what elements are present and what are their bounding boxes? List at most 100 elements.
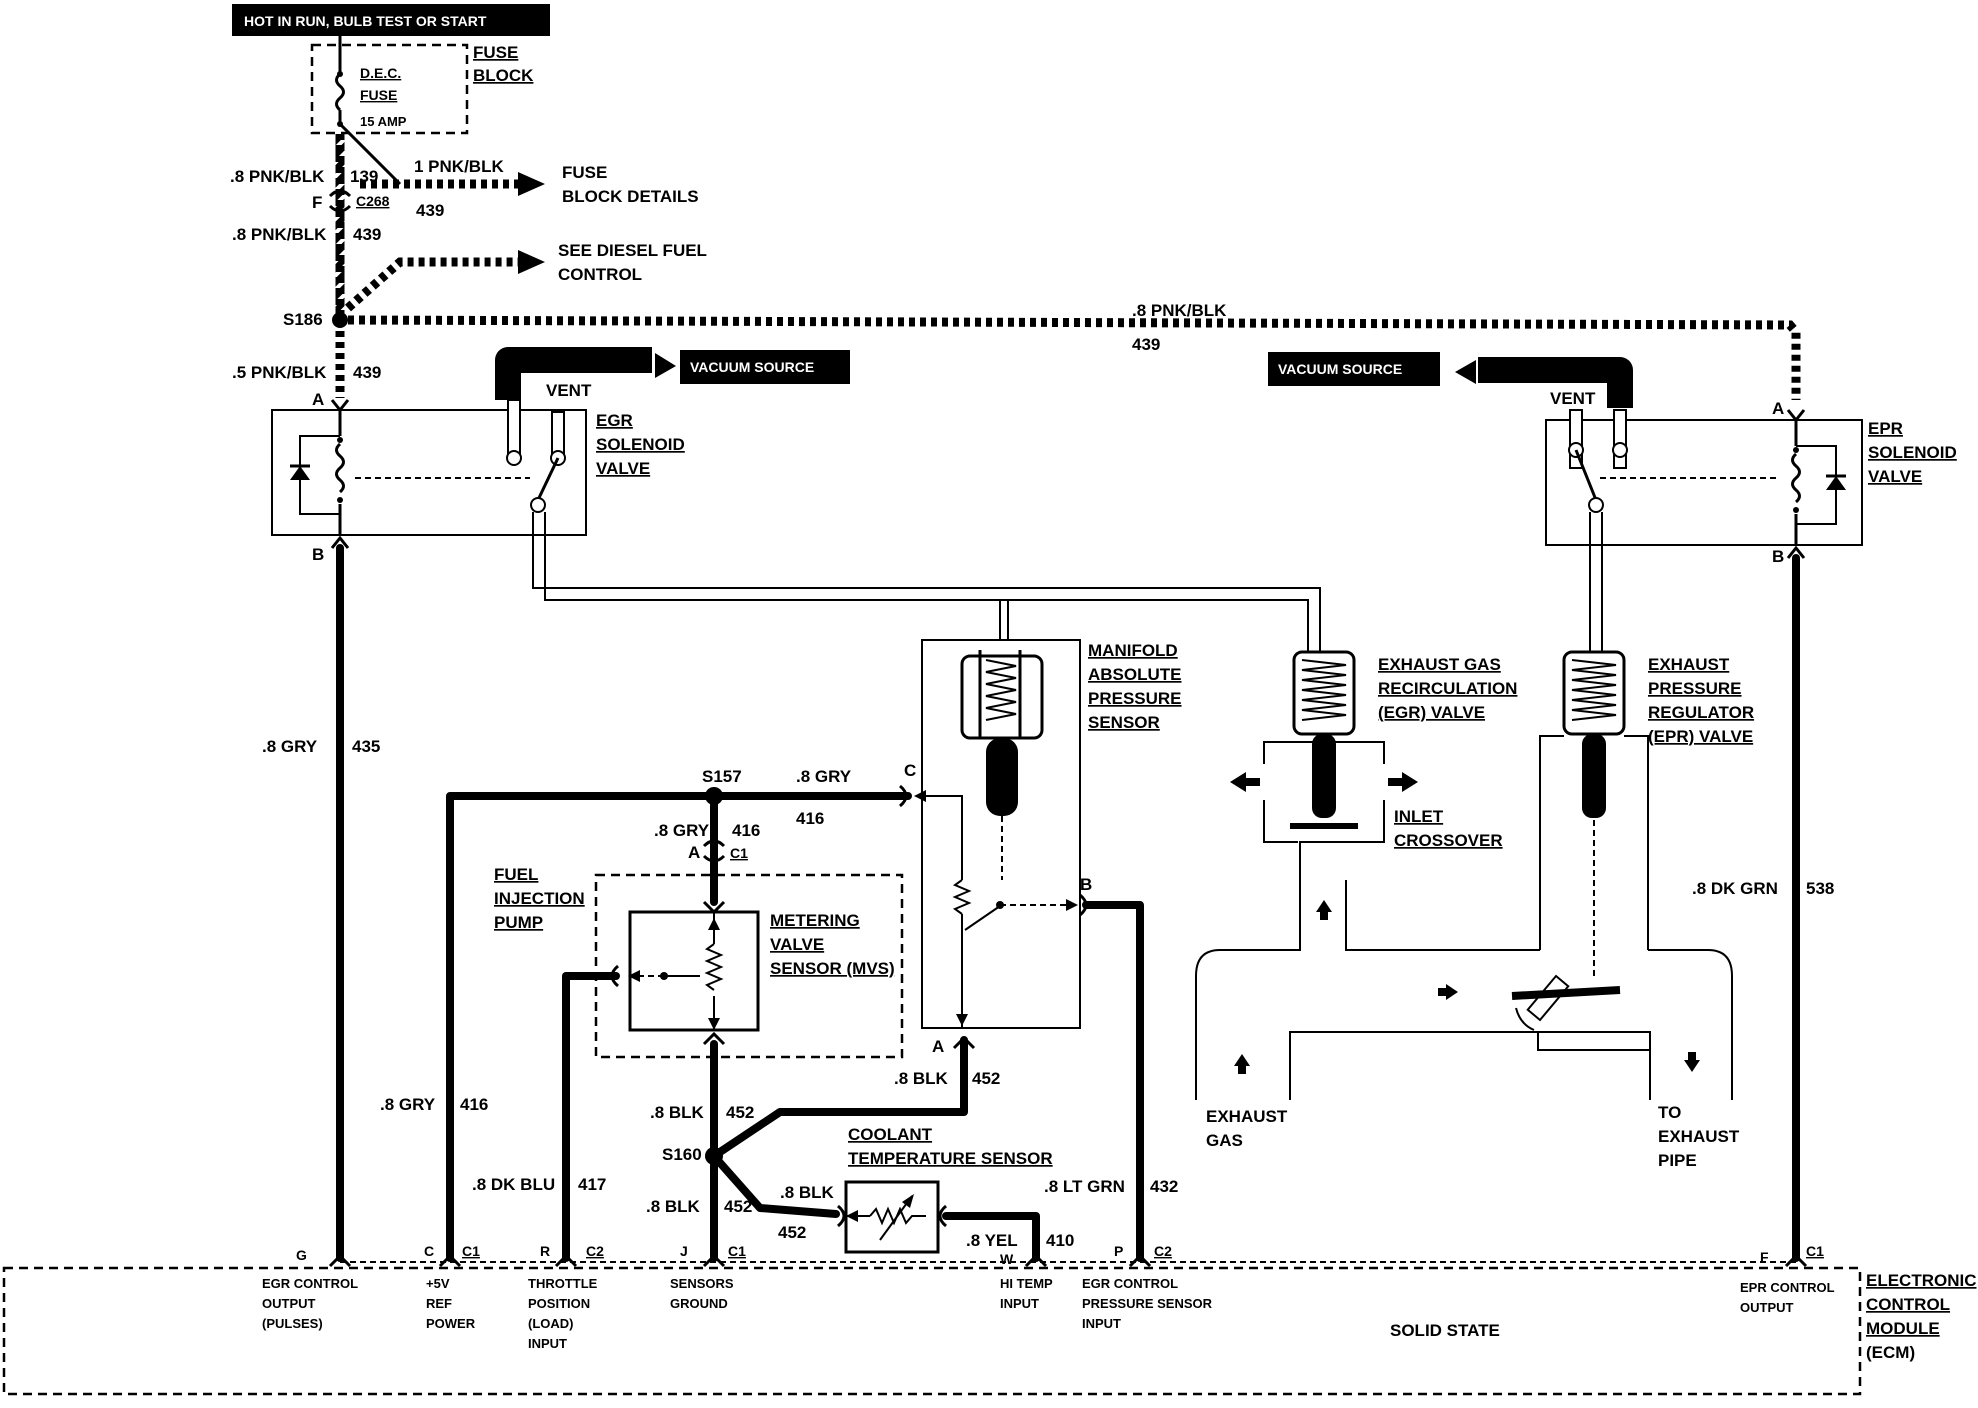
svg-text:REGULATOR: REGULATOR (1648, 703, 1754, 722)
svg-text:(PULSES): (PULSES) (262, 1316, 323, 1331)
svg-text:INPUT: INPUT (1000, 1296, 1039, 1311)
svg-text:417: 417 (578, 1175, 606, 1194)
map-sensor: MANIFOLD ABSOLUTE PRESSURE SENSOR C B A (904, 639, 1182, 1056)
exhaust-manifold: EXHAUST GAS TO EXHAUST PIPE (1195, 880, 1740, 1170)
svg-text:INLET: INLET (1394, 807, 1444, 826)
fuse-details-arrow: 1 PNK/BLK FUSE BLOCK DETAILS (360, 157, 699, 206)
svg-text:GROUND: GROUND (670, 1296, 728, 1311)
svg-text:.8 BLK: .8 BLK (646, 1197, 701, 1216)
svg-text:FUSE: FUSE (473, 43, 518, 62)
svg-text:VALVE: VALVE (770, 935, 824, 954)
svg-text:OUTPUT: OUTPUT (1740, 1300, 1794, 1315)
svg-text:(ECM): (ECM) (1866, 1343, 1915, 1362)
svg-text:MANIFOLD: MANIFOLD (1088, 641, 1178, 660)
svg-text:S160: S160 (662, 1145, 702, 1164)
svg-text:.8 GRY: .8 GRY (262, 737, 318, 756)
svg-text:435: 435 (352, 737, 380, 756)
svg-text:432: 432 (1150, 1177, 1178, 1196)
fuse-block: FUSE BLOCK D.E.C. FUSE 15 AMP (310, 36, 534, 186)
ecm-pin-f: F C1 EPR CONTROL OUTPUT (1740, 1243, 1835, 1315)
svg-text:MODULE: MODULE (1866, 1319, 1940, 1338)
svg-text:POWER: POWER (426, 1316, 476, 1331)
svg-text:EXHAUST: EXHAUST (1206, 1107, 1288, 1126)
egr-valve: EXHAUST GAS RECIRCULATION (EGR) VALVE IN… (1230, 650, 1517, 880)
epr-valve: EXHAUST PRESSURE REGULATOR (EPR) VALVE (1539, 650, 1754, 980)
svg-text:P: P (1114, 1243, 1123, 1259)
metering-valve-sensor: METERING VALVE SENSOR (MVS) (628, 900, 895, 1032)
svg-text:SENSORS: SENSORS (670, 1276, 734, 1291)
svg-text:D.E.C.: D.E.C. (360, 65, 401, 81)
svg-text:BLOCK DETAILS: BLOCK DETAILS (562, 187, 699, 206)
svg-text:VENT: VENT (1550, 389, 1596, 408)
svg-text:CONTROL: CONTROL (1866, 1295, 1950, 1314)
svg-text:CROSSOVER: CROSSOVER (1394, 831, 1503, 850)
svg-text:.8 GRY: .8 GRY (796, 767, 852, 786)
sensors-ground-wire: .8 BLK 452 .8 BLK 452 S160 .8 BLK 452 .8… (646, 1031, 1000, 1262)
svg-text:A: A (312, 390, 324, 409)
svg-text:C1: C1 (728, 1243, 746, 1259)
ecm-pin-w: W HI TEMP INPUT (1000, 1251, 1053, 1311)
svg-text:PIPE: PIPE (1658, 1151, 1697, 1170)
svg-text:THROTTLE: THROTTLE (528, 1276, 598, 1291)
svg-text:SOLID STATE: SOLID STATE (1390, 1321, 1500, 1340)
svg-text:.8 GRY: .8 GRY (654, 821, 710, 840)
ecm-module: SOLID STATE ELECTRONIC CONTROL MODULE (E… (2, 1261, 1977, 1396)
svg-text:EXHAUST: EXHAUST (1648, 655, 1730, 674)
svg-text:A: A (932, 1037, 944, 1056)
svg-text:B: B (1772, 547, 1784, 566)
vacuum-source-left: VACUUM SOURCE VENT (495, 347, 850, 400)
map-sensor-signal-wire: .8 LT GRN 432 (1044, 893, 1178, 1262)
svg-text:(EGR) VALVE: (EGR) VALVE (1378, 703, 1485, 722)
svg-text:+5V: +5V (426, 1276, 450, 1291)
ecm-pin-p: P C2 EGR CONTROL PRESSURE SENSOR INPUT (1082, 1243, 1213, 1331)
svg-text:J: J (680, 1243, 688, 1259)
egr-solenoid: A B EGR SOLENOID VALVE (271, 390, 685, 564)
svg-text:A: A (688, 843, 700, 862)
svg-text:SEE DIESEL FUEL: SEE DIESEL FUEL (558, 241, 707, 260)
ecm-pin-g: G EGR CONTROL OUTPUT (PULSES) (262, 1247, 358, 1331)
svg-text:G: G (296, 1247, 307, 1263)
svg-text:C: C (904, 761, 916, 780)
coolant-temp-sensor: COOLANT TEMPERATURE SENSOR (836, 1125, 1053, 1254)
svg-text:F: F (1760, 1249, 1769, 1265)
svg-text:.8 BLK: .8 BLK (650, 1103, 705, 1122)
svg-text:.8 GRY: .8 GRY (380, 1095, 436, 1114)
svg-text:EGR CONTROL: EGR CONTROL (262, 1276, 358, 1291)
svg-text:439: 439 (1132, 335, 1160, 354)
svg-text:SOLENOID: SOLENOID (596, 435, 685, 454)
svg-text:C2: C2 (1154, 1243, 1172, 1259)
svg-text:439: 439 (353, 225, 381, 244)
svg-text:F: F (312, 193, 322, 212)
svg-text:.5 PNK/BLK: .5 PNK/BLK (232, 363, 327, 382)
splice-s186 (332, 312, 348, 328)
svg-text:A: A (1772, 399, 1784, 418)
svg-text:(LOAD): (LOAD) (528, 1316, 574, 1331)
svg-text:C268: C268 (356, 193, 390, 209)
svg-text:BLOCK: BLOCK (473, 66, 534, 85)
svg-text:.8 BLK: .8 BLK (894, 1069, 949, 1088)
pnk-blk-wire: .8 PNK/BLK 139 F C268 439 .8 PNK/BLK 439… (230, 134, 444, 398)
svg-text:.8 BLK: .8 BLK (780, 1183, 835, 1202)
svg-text:416: 416 (796, 809, 824, 828)
vacuum-source-right: VACUUM SOURCE VENT (1268, 352, 1633, 408)
svg-text:452: 452 (724, 1197, 752, 1216)
svg-text:W: W (1000, 1251, 1014, 1267)
svg-text:B: B (1080, 875, 1092, 894)
svg-text:439: 439 (353, 363, 381, 382)
svg-text:EXHAUST GAS: EXHAUST GAS (1378, 655, 1501, 674)
svg-text:INPUT: INPUT (1082, 1316, 1121, 1331)
svg-text:REF: REF (426, 1296, 452, 1311)
egr-control-wire: .8 GRY 435 (262, 544, 380, 1262)
svg-text:PUMP: PUMP (494, 913, 543, 932)
svg-text:416: 416 (732, 821, 760, 840)
svg-text:PRESSURE: PRESSURE (1648, 679, 1742, 698)
ecm-pin-c: C C1 +5V REF POWER (424, 1243, 480, 1331)
svg-text:EXHAUST: EXHAUST (1658, 1127, 1740, 1146)
svg-text:SOLENOID: SOLENOID (1868, 443, 1957, 462)
svg-text:OUTPUT: OUTPUT (262, 1296, 316, 1311)
svg-text:VACUUM SOURCE: VACUUM SOURCE (1278, 361, 1402, 377)
svg-text:HI TEMP: HI TEMP (1000, 1276, 1053, 1291)
svg-text:C1: C1 (1806, 1243, 1824, 1259)
svg-text:.8 DK BLU: .8 DK BLU (472, 1175, 555, 1194)
svg-text:VENT: VENT (546, 381, 592, 400)
